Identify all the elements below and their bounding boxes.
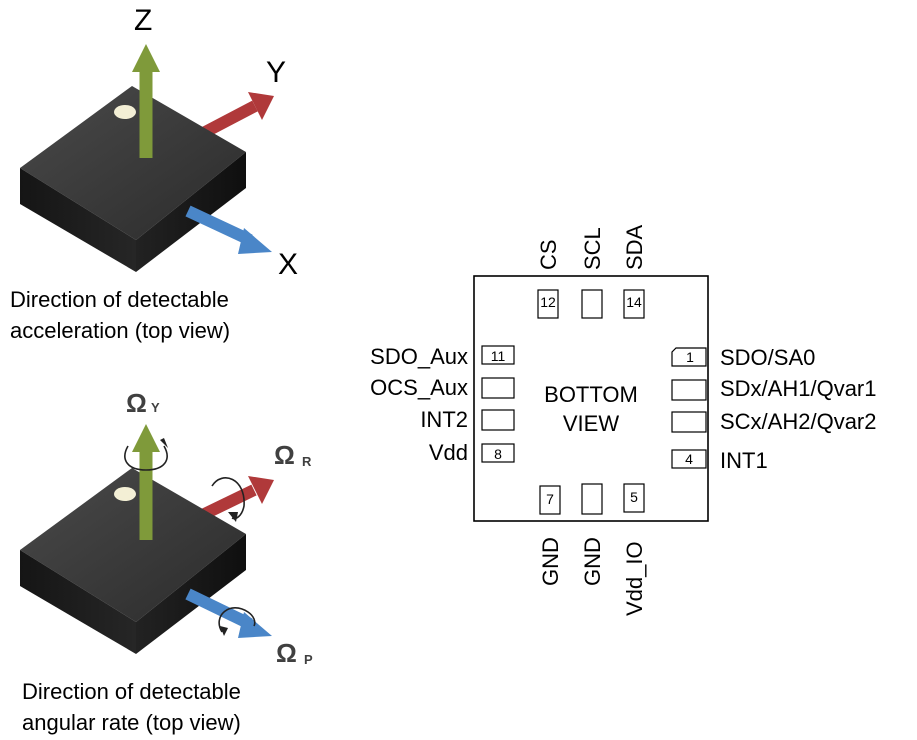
svg-text:SDO/SA0: SDO/SA0 [720,345,815,370]
svg-text:7: 7 [546,491,554,507]
accel-figure: Z Y X Direction of detectable accelerati… [10,4,298,343]
svg-text:4: 4 [685,451,693,467]
right-pin-sdx: SDx/AH1/Qvar1 [671,376,877,401]
gyro-caption-line1: Direction of detectable [22,679,241,704]
top-pin-sda: 14 SDA [622,224,647,319]
package-bottom-view: BOTTOM VIEW 12 CS SCL 14 SDA 7 GND GND [370,224,876,616]
left-pin-vdd: 8 Vdd [429,440,515,465]
yaw-rotation-icon [124,445,168,471]
package-outline [473,275,709,522]
top-pin-cs: 12 CS [536,239,561,319]
svg-text:12: 12 [540,294,556,310]
package-center-line1: BOTTOM [544,382,638,407]
svg-text:OCS_Aux: OCS_Aux [370,375,468,400]
svg-text:Vdd_IO: Vdd_IO [622,541,647,616]
chip-gyro [20,468,246,654]
svg-text:Ω: Ω [126,388,147,418]
p-rotation-icon [218,607,256,633]
gyro-figure: Ω Y Ω R Ω P Direction of detectable angu… [20,388,313,735]
package-center-line2: VIEW [563,411,619,436]
y-axis-label: Y [266,56,286,89]
z-axis-label: Z [134,4,152,37]
z-axis-arrow [132,44,160,158]
pin1-dot [114,105,136,119]
bottom-pin-gnd: GND [580,483,605,586]
svg-text:Ω: Ω [276,638,297,668]
gyro-caption-line2: angular rate (top view) [22,710,241,735]
x-axis-arrow [185,205,272,254]
svg-text:SCL: SCL [580,227,605,270]
svg-text:Y: Y [151,400,160,415]
accel-caption-line2: acceleration (top view) [10,318,230,343]
svg-text:8: 8 [494,446,502,462]
left-pin-int2: INT2 [420,407,515,432]
bottom-pin-vdd-io: 5 Vdd_IO [622,483,647,616]
right-pin-scx: SCx/AH2/Qvar2 [671,409,877,434]
right-pin-int1: 4 INT1 [671,448,768,473]
svg-text:CS: CS [536,239,561,270]
svg-text:1: 1 [686,349,694,365]
left-pin-ocs-aux: OCS_Aux [370,375,515,400]
svg-text:P: P [304,652,313,667]
yaw-axis-arrow [124,424,168,540]
omega-r-label: Ω R [274,440,312,470]
svg-text:GND: GND [538,537,563,586]
right-pin-sdo-sa0: 1 SDO/SA0 [671,345,815,370]
omega-p-label: Ω P [276,638,313,668]
pin1-dot [114,487,136,501]
svg-text:SDO_Aux: SDO_Aux [370,344,468,369]
svg-text:11: 11 [491,348,506,364]
svg-text:SCx/AH2/Qvar2: SCx/AH2/Qvar2 [720,409,877,434]
svg-text:5: 5 [630,489,638,505]
svg-text:INT2: INT2 [420,407,468,432]
svg-text:R: R [302,454,312,469]
svg-text:14: 14 [626,294,642,310]
svg-text:Ω: Ω [274,440,295,470]
x-axis-label: X [278,248,298,281]
svg-text:SDA: SDA [622,224,647,270]
svg-text:Vdd: Vdd [429,440,468,465]
bottom-pin-gnd-7: 7 GND [538,485,563,586]
left-pin-sdo-aux: 11 SDO_Aux [370,344,515,369]
svg-text:SDx/AH1/Qvar1: SDx/AH1/Qvar1 [720,376,877,401]
accel-caption-line1: Direction of detectable [10,287,229,312]
p-axis-arrow [185,588,272,638]
omega-y-label: Ω Y [126,388,160,418]
svg-text:INT1: INT1 [720,448,768,473]
top-pin-scl: SCL [580,227,605,319]
svg-text:GND: GND [580,537,605,586]
chip-accel [20,86,246,272]
